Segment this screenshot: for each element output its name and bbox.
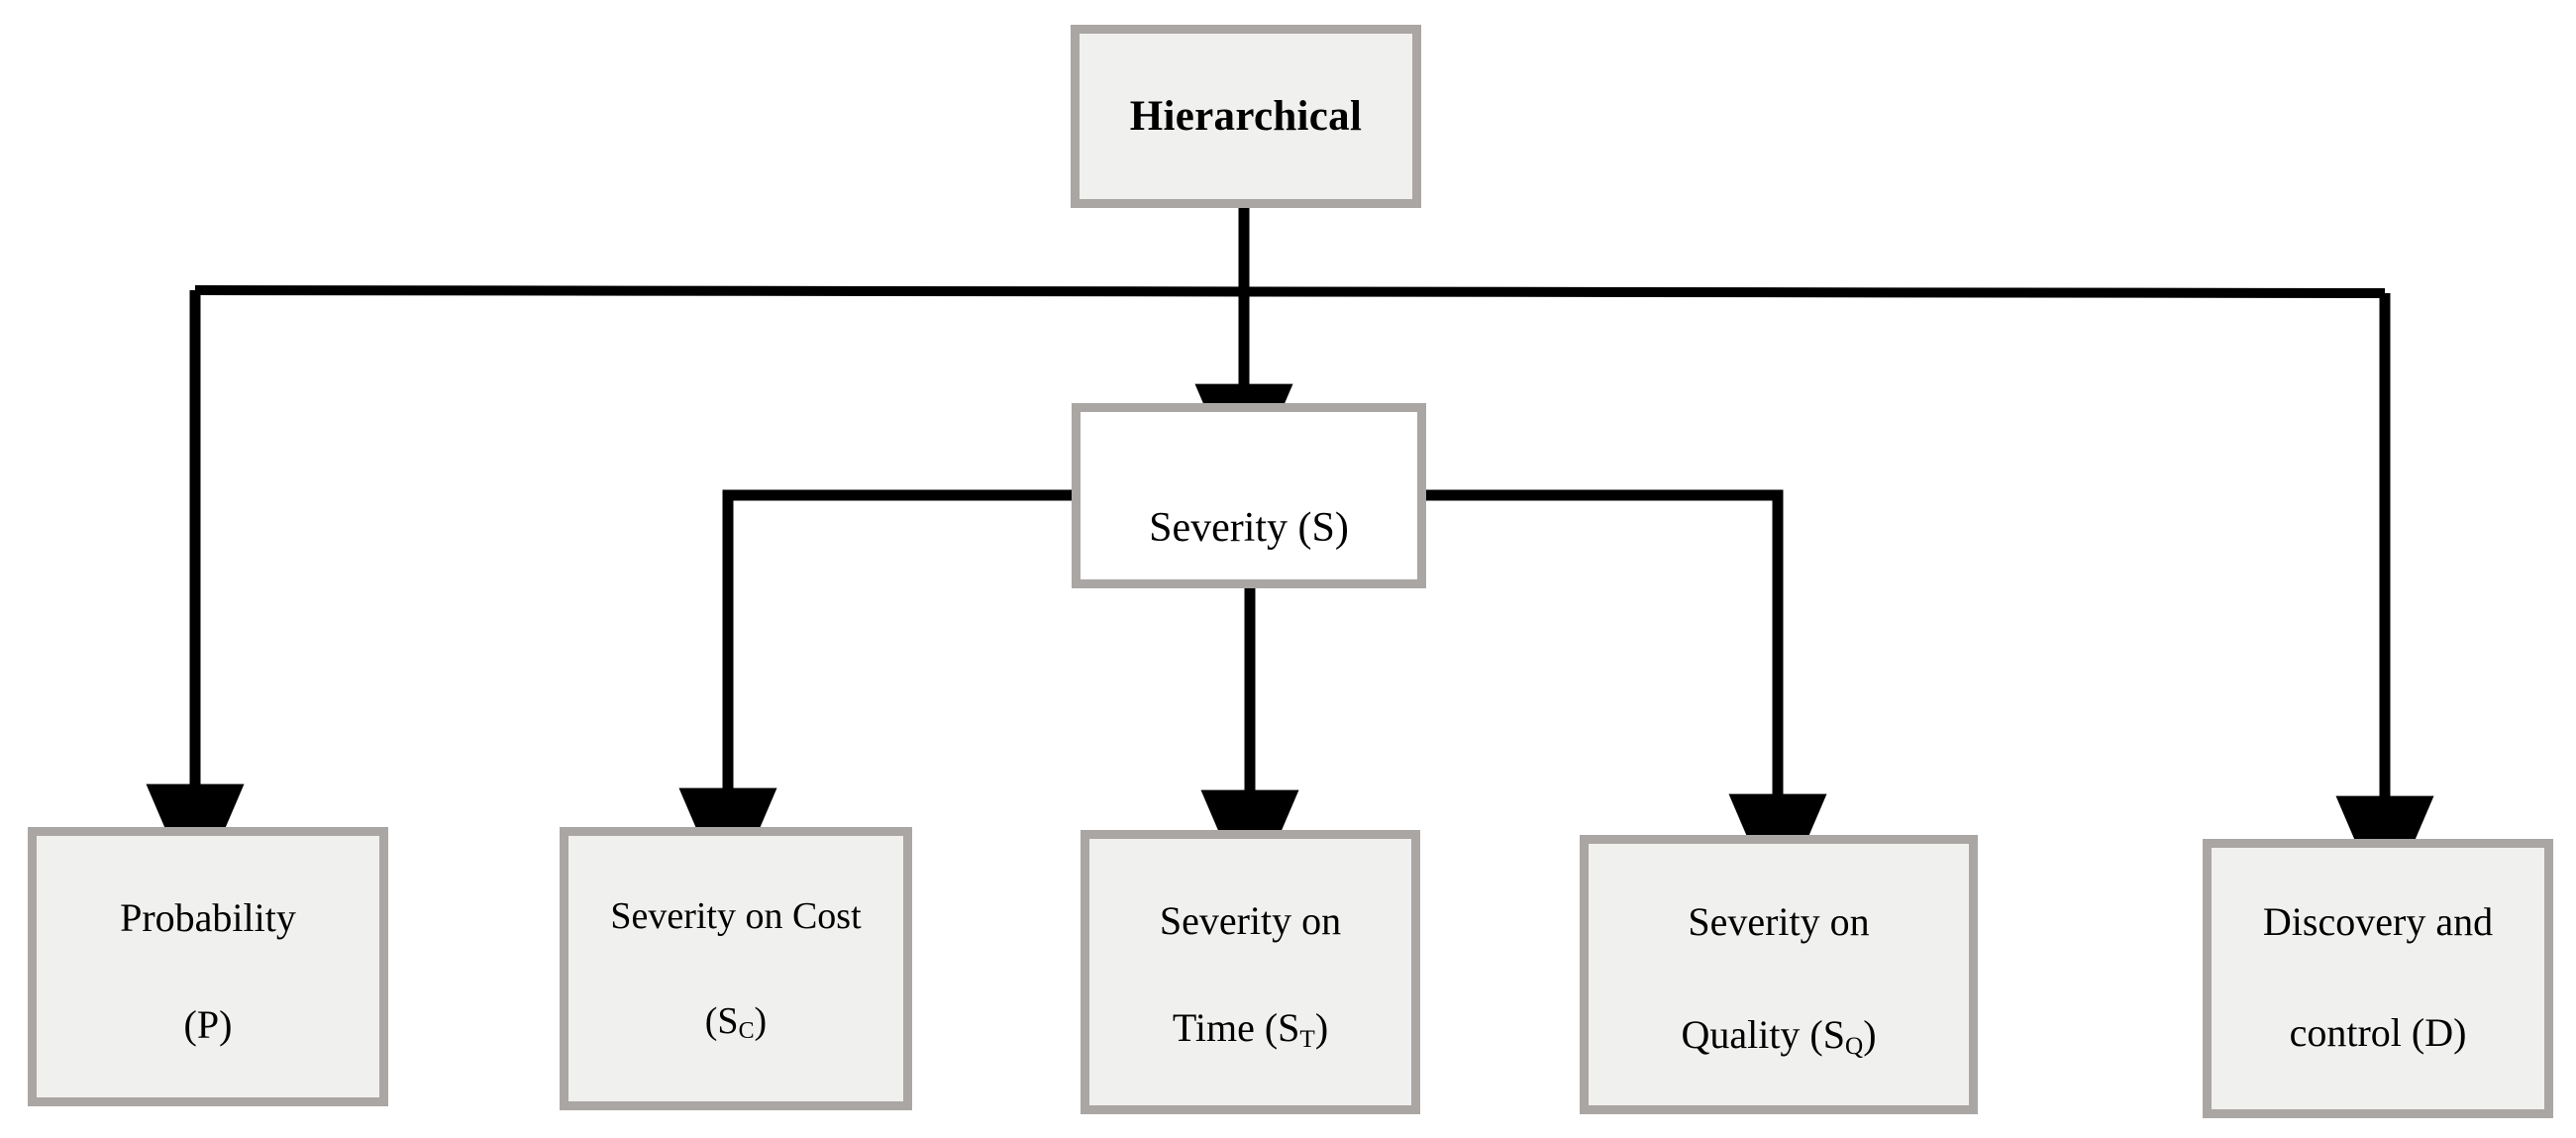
node-severity-on-time-line-1: Severity on (1159, 898, 1342, 943)
node-severity-on-time-code-pre: Time (S (1172, 1005, 1300, 1050)
node-discovery-and-control-line-1: Discovery and (2262, 899, 2494, 944)
node-severity-on-quality-line-2: Quality (SQ) (1589, 1012, 1969, 1060)
node-severity-on-cost-line-2: (SC) (568, 1000, 903, 1044)
node-probability-code-pre: (P (183, 1002, 220, 1047)
node-discovery-and-control-line-2: control (D) (2212, 1010, 2544, 1056)
node-hierarchical[interactable]: Hierarchical (1071, 25, 1421, 208)
node-probability-line-2: (P) (37, 1002, 379, 1048)
node-severity-label: Severity (S) (1149, 504, 1349, 551)
node-probability[interactable]: Probability (P) (28, 827, 388, 1106)
node-severity-on-time-code-post: ) (1314, 1005, 1329, 1050)
node-severity-on-quality-code-pre: Quality (S (1681, 1012, 1845, 1057)
node-severity-on-time-code-sub: T (1299, 1025, 1315, 1053)
node-severity[interactable]: Severity (S) (1072, 403, 1426, 588)
node-severity-on-quality-line-1: Severity on (1688, 899, 1870, 944)
node-severity-on-quality-code-post: ) (1863, 1012, 1877, 1057)
edge-severity-to-cost (678, 489, 1076, 903)
node-severity-on-cost-line-1: Severity on Cost (610, 895, 862, 937)
node-hierarchical-label: Hierarchical (1129, 92, 1363, 140)
node-discovery-and-control[interactable]: Discovery and control (D) (2203, 839, 2553, 1118)
node-severity-on-cost-code-post: ) (754, 999, 768, 1042)
node-discovery-and-control-code-post: ) (2453, 1010, 2467, 1055)
node-severity-on-cost-code-pre: (S (704, 999, 739, 1042)
node-severity-on-cost[interactable]: Severity on Cost (SC) (560, 827, 912, 1110)
node-discovery-and-control-code-pre: control (D (2289, 1010, 2454, 1055)
node-severity-on-quality-code-sub: Q (1845, 1032, 1864, 1060)
node-probability-line-1: Probability (120, 895, 296, 940)
node-probability-code-post: ) (219, 1002, 233, 1047)
node-severity-on-quality[interactable]: Severity on Quality (SQ) (1580, 835, 1978, 1114)
edge-root-bus (194, 285, 2386, 298)
node-severity-on-cost-code-sub: C (738, 1017, 755, 1044)
edge-severity-to-quality (1422, 489, 1827, 909)
node-severity-on-time-line-2: Time (ST) (1089, 1005, 1411, 1053)
node-severity-on-time[interactable]: Severity on Time (ST) (1081, 830, 1420, 1114)
